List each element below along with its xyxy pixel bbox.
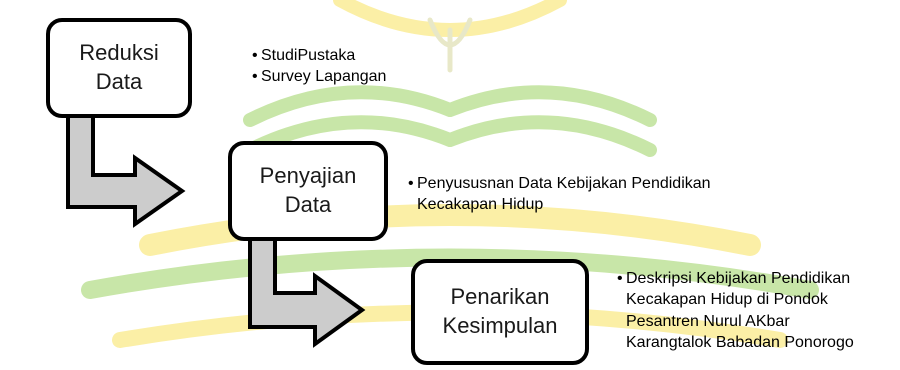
step-box-penarikan-kesimpulan: Penarikan Kesimpulan bbox=[411, 259, 589, 365]
step-label: Penarikan Kesimpulan bbox=[442, 284, 558, 338]
notes-penarikan-kesimpulan: Deskripsi Kebijakan Pendidikan Kecakapan… bbox=[617, 268, 854, 353]
note-item: StudiPustaka bbox=[252, 45, 386, 67]
watermark-book-right bbox=[443, 85, 657, 157]
note-item: Penyususnan Data Kebijakan Pendidikan Ke… bbox=[408, 173, 711, 216]
arrow-penyajian-to-penarikan bbox=[248, 230, 366, 348]
step-box-penyajian-data: Penyajian Data bbox=[228, 141, 388, 241]
notes-reduksi-data: StudiPustaka Survey Lapangan bbox=[252, 45, 386, 88]
watermark-book-left bbox=[243, 85, 457, 157]
arrow-reduksi-to-penyajian bbox=[66, 101, 186, 228]
note-item: Deskripsi Kebijakan Pendidikan Kecakapan… bbox=[617, 268, 854, 353]
note-item: Survey Lapangan bbox=[252, 66, 386, 88]
step-label: Reduksi Data bbox=[79, 40, 159, 94]
step-box-reduksi-data: Reduksi Data bbox=[46, 18, 192, 118]
step-label: Penyajian Data bbox=[259, 163, 357, 217]
notes-penyajian-data: Penyususnan Data Kebijakan Pendidikan Ke… bbox=[408, 173, 711, 216]
watermark-pen-nib bbox=[427, 17, 473, 73]
